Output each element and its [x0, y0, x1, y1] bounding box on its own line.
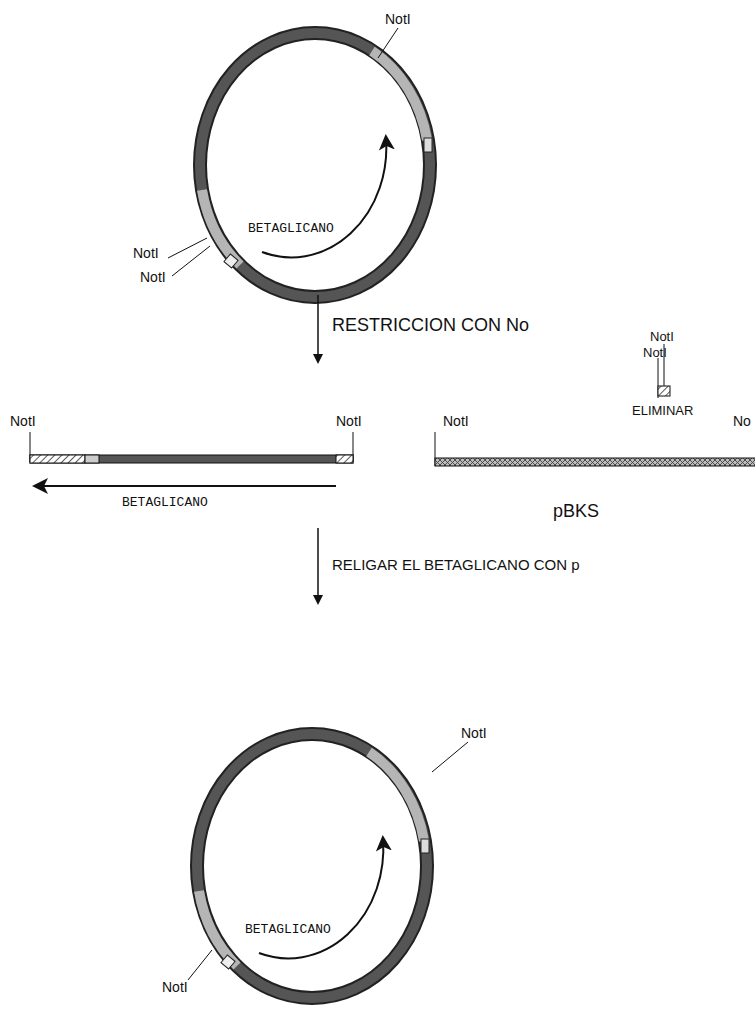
- plasmid-top: [168, 28, 432, 297]
- enzyme-site: No: [733, 414, 751, 429]
- gene-label: BETAGLICANO: [122, 496, 208, 510]
- plasmid-bottom: [188, 734, 468, 998]
- enzyme-site: NotI: [650, 330, 674, 344]
- remove-label: ELIMINAR: [632, 404, 693, 418]
- step-label: RESTRICCION CON No: [332, 316, 529, 336]
- enzyme-site: NotI: [643, 346, 667, 360]
- betaglycan-fragment: [30, 432, 353, 486]
- enzyme-site: NotI: [336, 414, 362, 429]
- gene-label: BETAGLICANO: [248, 222, 334, 236]
- enzyme-site: NotI: [461, 726, 487, 741]
- enzyme-site: NotI: [162, 980, 188, 995]
- gene-label: BETAGLICANO: [245, 923, 331, 937]
- enzyme-site: NotI: [443, 414, 469, 429]
- enzyme-site: NotI: [10, 414, 36, 429]
- step-label: RELIGAR EL BETAGLICANO CON p: [332, 557, 580, 574]
- enzyme-site: NotI: [385, 12, 411, 27]
- enzyme-site: NotI: [133, 246, 159, 261]
- enzyme-site: NotI: [140, 270, 166, 285]
- vector-label: pBKS: [553, 502, 599, 522]
- pbks-vector: [435, 432, 755, 466]
